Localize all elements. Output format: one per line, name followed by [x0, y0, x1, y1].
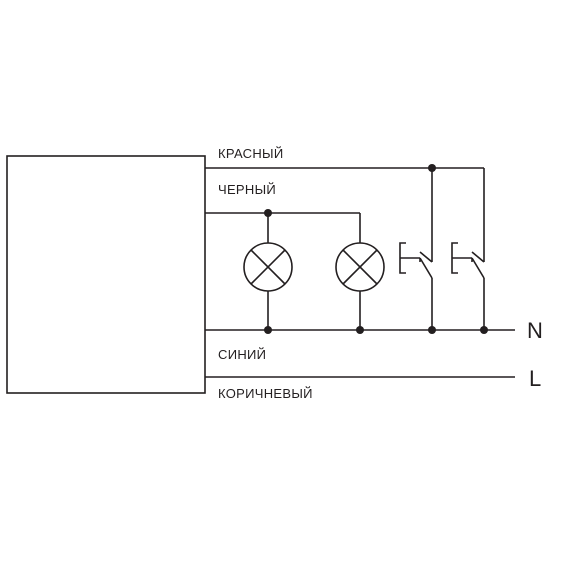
push-button-icon	[451, 242, 485, 279]
lamp-icon	[243, 242, 293, 292]
blue-wire-label: СИНИЙ	[218, 347, 266, 362]
live-terminal-label: L	[529, 366, 541, 391]
device-box	[6, 155, 206, 394]
junction-dot	[480, 326, 488, 334]
junction-dots	[264, 164, 488, 334]
junction-dot	[264, 326, 272, 334]
junction-dot	[428, 164, 436, 172]
black-wire-label: ЧЕРНЫЙ	[218, 182, 276, 197]
brown-wire-label: КОРИЧНЕВЫЙ	[218, 386, 313, 401]
junction-dot	[264, 209, 272, 217]
push-button-icon	[399, 242, 433, 279]
red-wire-label: КРАСНЫЙ	[218, 146, 284, 161]
junction-dot	[356, 326, 364, 334]
neutral-terminal-label: N	[527, 318, 543, 343]
lamp-icon	[335, 242, 385, 292]
junction-dot	[428, 326, 436, 334]
